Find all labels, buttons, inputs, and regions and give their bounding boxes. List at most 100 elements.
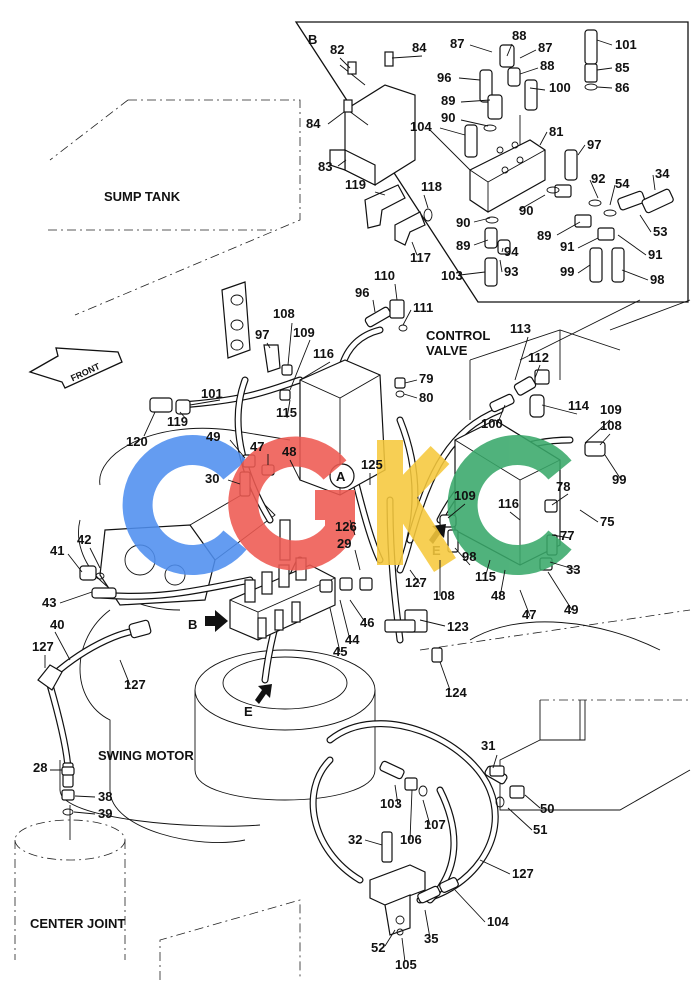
part-103: 103: [380, 796, 402, 811]
part-46: 46: [360, 615, 374, 630]
part-77: 77: [560, 528, 574, 543]
inset-bracket: [329, 51, 416, 186]
part-38: 38: [98, 789, 112, 804]
inset-fittings: [364, 29, 674, 287]
part-103: 103: [441, 268, 463, 283]
part-90: 90: [441, 110, 455, 125]
part-101: 101: [201, 386, 223, 401]
part-105: 105: [395, 957, 417, 972]
part-52: 52: [371, 940, 385, 955]
part-119: 119: [167, 414, 188, 429]
part-108: 108: [273, 306, 295, 321]
part-127: 127: [124, 677, 146, 692]
lower-bracket: [369, 760, 525, 936]
captions: SUMP TANK CONTROL VALVE SWING MOTOR CENT…: [30, 189, 490, 931]
caption-center-joint: CENTER JOINT: [30, 916, 125, 931]
part-30: 30: [205, 471, 219, 486]
marker-b: B: [188, 610, 228, 632]
leader-lines: [44, 39, 656, 963]
part-104: 104: [410, 119, 432, 134]
part-89: 89: [537, 228, 551, 243]
part-33: 33: [566, 562, 580, 577]
part-97: 97: [587, 137, 601, 152]
marker-e-lower-label: E: [244, 704, 253, 719]
marker-a: A: [329, 463, 355, 489]
part-51: 51: [533, 822, 547, 837]
caption-control-valve-1: CONTROL: [426, 328, 490, 343]
part-117: 117: [410, 250, 431, 265]
part-96: 96: [355, 285, 369, 300]
part-124: 124: [445, 685, 467, 700]
part-34: 34: [655, 166, 670, 181]
part-94: 94: [504, 244, 519, 259]
marker-a-label: A: [336, 469, 346, 484]
watermark-letter-c1: [122, 435, 247, 575]
part-97: 97: [255, 327, 269, 342]
part-127: 127: [32, 639, 54, 654]
part-84: 84: [306, 116, 321, 131]
part-54: 54: [615, 176, 630, 191]
part-48: 48: [282, 444, 296, 459]
front-arrow-label: FRONT: [69, 361, 102, 383]
inset-letter: B: [308, 32, 317, 47]
part-40: 40: [50, 617, 64, 632]
marker-b-label: B: [188, 617, 197, 632]
part-28: 28: [33, 760, 47, 775]
center-joint-body: [14, 805, 126, 960]
part-labels: 82 84 84 83 87 88 87 88 96 89 90 104 101…: [32, 28, 670, 972]
part-92: 92: [591, 171, 605, 186]
part-108: 108: [600, 418, 622, 433]
part-86: 86: [615, 80, 629, 95]
caption-sump-tank: SUMP TANK: [104, 189, 181, 204]
part-81: 81: [549, 124, 563, 139]
part-125: 125: [361, 457, 383, 472]
part-119: 119: [345, 177, 366, 192]
part-109: 109: [293, 325, 315, 340]
part-88: 88: [512, 28, 526, 43]
part-48: 48: [491, 588, 505, 603]
part-89: 89: [441, 93, 455, 108]
part-43: 43: [42, 595, 56, 610]
part-118: 118: [421, 179, 442, 194]
caption-swing-motor: SWING MOTOR: [98, 748, 194, 763]
part-42: 42: [77, 532, 91, 547]
part-47: 47: [250, 439, 264, 454]
part-35: 35: [424, 931, 438, 946]
part-50: 50: [540, 801, 554, 816]
watermark-logo: [122, 435, 572, 575]
part-41: 41: [50, 543, 64, 558]
part-82: 82: [330, 42, 344, 57]
part-113: 113: [510, 321, 531, 336]
part-110: 110: [374, 268, 395, 283]
part-98: 98: [650, 272, 664, 287]
part-31: 31: [481, 738, 495, 753]
caption-control-valve-2: VALVE: [426, 343, 468, 358]
part-107: 107: [424, 817, 446, 832]
part-89: 89: [456, 238, 470, 253]
part-91: 91: [560, 239, 574, 254]
part-111: 111: [413, 300, 433, 315]
part-109: 109: [600, 402, 622, 417]
part-100: 100: [481, 416, 503, 431]
part-87: 87: [450, 36, 464, 51]
part-39: 39: [98, 806, 112, 821]
part-80: 80: [419, 390, 433, 405]
part-88: 88: [540, 58, 554, 73]
part-99: 99: [560, 264, 574, 279]
part-127: 127: [405, 575, 427, 590]
part-29: 29: [337, 536, 351, 551]
part-90: 90: [519, 203, 533, 218]
watermark-letter-g: [228, 436, 355, 571]
part-109: 109: [454, 488, 476, 503]
inset-b-frame: B: [294, 21, 689, 303]
front-arrow-icon: FRONT: [28, 347, 123, 389]
inset-manifold-block: [429, 115, 546, 213]
part-78: 78: [556, 479, 570, 494]
part-116: 116: [313, 346, 334, 361]
part-116: 116: [498, 496, 519, 511]
part-83: 83: [318, 159, 332, 174]
part-108: 108: [433, 588, 455, 603]
part-53: 53: [653, 224, 667, 239]
part-127: 127: [512, 866, 534, 881]
